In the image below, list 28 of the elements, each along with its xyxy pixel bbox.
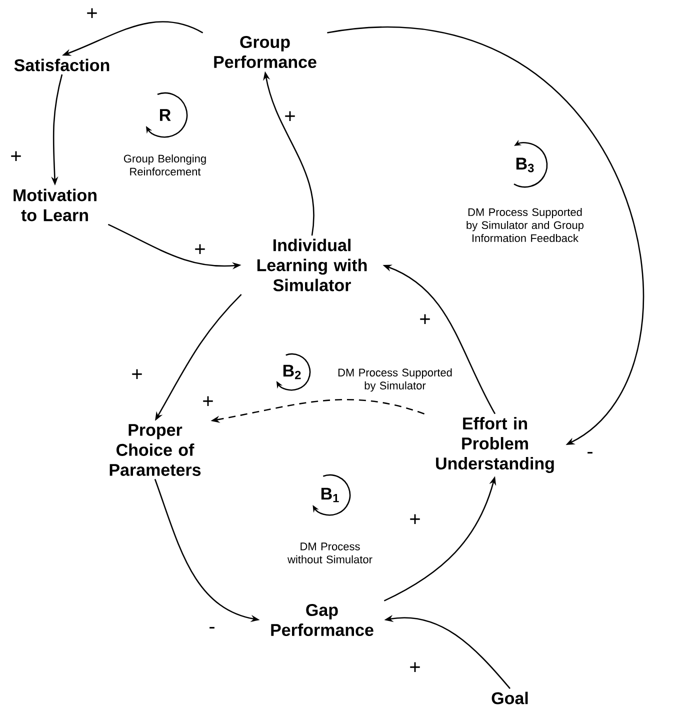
variable-label: Satisfaction bbox=[14, 58, 110, 72]
polarity-sign: - bbox=[210, 626, 214, 629]
polarity-sign: + bbox=[203, 396, 213, 406]
loop-description: DM Process without Simulator bbox=[288, 542, 372, 564]
loop-letter: R bbox=[160, 109, 171, 121]
variable-label: Motivation to Learn bbox=[14, 188, 96, 222]
loop-description: DM Process Supported by Simulator bbox=[338, 368, 452, 392]
polarity-sign: + bbox=[420, 314, 430, 324]
polarity-sign: + bbox=[132, 369, 142, 380]
polarity-sign: + bbox=[410, 514, 420, 524]
variable-label: Effort in Problem Understanding bbox=[436, 417, 554, 473]
polarity-sign: + bbox=[87, 8, 97, 18]
polarity-sign: + bbox=[195, 244, 205, 254]
loop-description: Group Belonging Reinforcement bbox=[124, 154, 206, 176]
polarity-sign: + bbox=[410, 662, 420, 672]
variable-label: Goal bbox=[492, 692, 528, 704]
loop-description: DM Process Supported by Simulator and Group Information Feedback bbox=[466, 208, 584, 242]
polarity-sign: + bbox=[285, 111, 295, 122]
variable-label: Proper Choice of Parameters bbox=[110, 424, 201, 476]
polarity-sign: + bbox=[11, 151, 21, 162]
loop-letter: B$_{3}$ bbox=[516, 158, 534, 172]
loop-letter: B$_{1}$ bbox=[321, 488, 339, 502]
variable-label: Group Performance bbox=[214, 36, 316, 68]
variable-label: Individual Learning with Simulator bbox=[257, 238, 367, 292]
loop-letter: B$_{2}$ bbox=[283, 364, 301, 380]
variable-label: Gap Performance bbox=[271, 604, 374, 636]
arrow bbox=[327, 26, 644, 445]
polarity-sign: - bbox=[588, 452, 592, 454]
